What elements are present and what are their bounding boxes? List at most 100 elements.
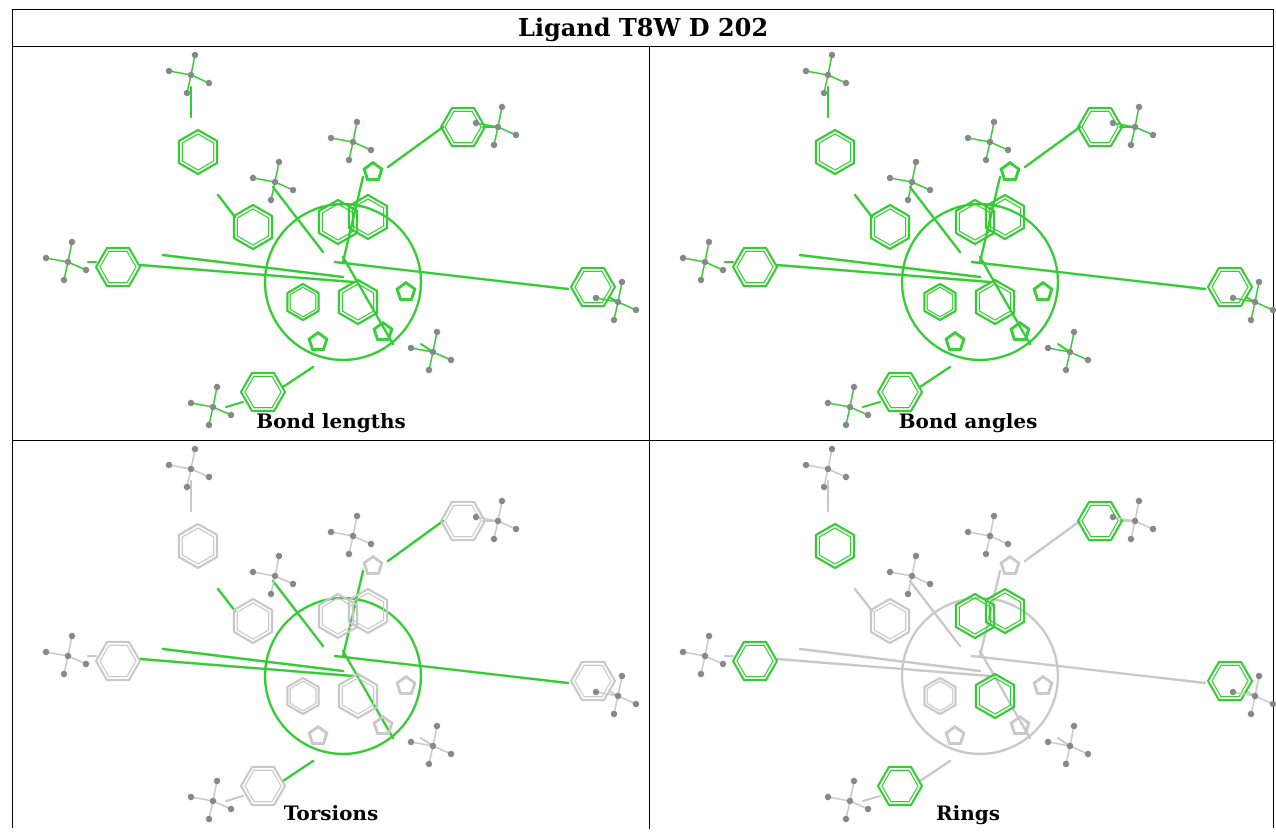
fluorine-atom-5-3 (1247, 710, 1255, 718)
bond-chain-0 (138, 263, 355, 284)
small-ring-0-inner (1001, 163, 1019, 180)
fluorine-atom-1-3 (982, 550, 990, 558)
cf3-bond-6-2 (432, 745, 452, 755)
carbon-atom-0 (824, 465, 832, 473)
fluorine-atom-7-0 (824, 793, 832, 801)
fluorine-atom-4-3 (697, 276, 705, 284)
cf3-bond-2-2 (274, 181, 294, 191)
cf3-bond-3-0 (475, 122, 499, 128)
fluorine-atom-5-3 (610, 316, 618, 324)
cf3-bond-4-1 (67, 241, 73, 263)
fluorine-atom-6-3 (425, 366, 433, 374)
aromatic-ring-outer-2-inner (574, 664, 612, 698)
cf3-bond-1-2 (352, 535, 372, 545)
aromatic-ring-inner-4 (923, 282, 957, 322)
cf3-bond-2-1 (911, 555, 917, 577)
small-ring-3 (1009, 715, 1031, 735)
aromatic-ring-outer-0-inner (181, 133, 215, 171)
small-ring-3-inner (374, 323, 392, 340)
cf3-bond-6-0 (410, 741, 434, 747)
caption-bond-angles: Bond angles (898, 409, 1038, 433)
carbon-atom-6 (1066, 348, 1074, 356)
cf3-bond-6-2 (432, 351, 452, 361)
aromatic-ring-outer-2-inner (1211, 270, 1249, 304)
aromatic-ring-outer-2 (1206, 660, 1254, 702)
small-ring-3 (372, 715, 394, 735)
cf3-bond-3-1 (497, 106, 503, 128)
bond-chain-4 (908, 185, 962, 254)
fluorine-atom-1-3 (345, 550, 353, 558)
fluorine-atom-6-1 (1070, 328, 1078, 336)
cf3-bond-7-1 (849, 386, 855, 408)
cf3-bond-1-1 (352, 515, 358, 537)
fluorine-atom-2-1 (275, 552, 283, 560)
carbon-atom-2 (908, 178, 916, 186)
cf3-bond-5-2 (617, 695, 637, 705)
fluorine-atom-5-1 (1255, 278, 1263, 286)
cf3-bond-4-0 (682, 257, 706, 263)
cf3-bond-1-0 (330, 137, 354, 143)
cf3-bond-0-0 (168, 464, 192, 470)
aromatic-ring-outer-3-inner (736, 644, 774, 678)
carbon-atom-0 (187, 71, 195, 79)
panel-bond-lengths: Bond lengths (13, 47, 649, 440)
small-ring-0-inner (1001, 557, 1019, 574)
cf3-bond-5-1 (617, 281, 623, 303)
cf3-bond-5-2 (1254, 301, 1274, 311)
fluorine-atom-4-1 (705, 238, 713, 246)
cf3-bond-2-1 (274, 161, 280, 183)
cf3-bond-7-0 (190, 796, 214, 802)
cf3-bond-5-1 (617, 675, 623, 697)
carbon-atom-2 (908, 572, 916, 580)
aromatic-ring-inner-4 (923, 676, 957, 716)
cf3-bond-4-2 (704, 655, 724, 665)
bond-chain-8 (161, 253, 345, 279)
cf3-bond-1-0 (967, 531, 991, 537)
caption-rings: Rings (935, 801, 1000, 825)
carbon-atom-7 (846, 403, 854, 411)
bond-chain-7 (918, 365, 952, 389)
aromatic-ring-inner-3-inner (341, 283, 375, 321)
bond-chain-2 (341, 255, 395, 346)
aromatic-ring-outer-4 (239, 765, 287, 807)
fluorine-atom-5-1 (618, 278, 626, 286)
fluorine-atom-2-2 (926, 186, 934, 194)
aromatic-ring-inner-4 (286, 282, 320, 322)
bond-chain-5 (216, 587, 237, 613)
fluorine-atom-4-2 (82, 660, 90, 668)
fluorine-atom-0-3 (183, 483, 191, 491)
cf3-bond-4-1 (704, 241, 710, 263)
bond-misc-5 (225, 795, 244, 802)
fluorine-atom-5-0 (1229, 688, 1237, 696)
cf3-bond-5-0 (1232, 691, 1256, 697)
fluorine-atom-4-1 (68, 238, 76, 246)
cf3-bond-3-0 (475, 516, 499, 522)
aromatic-ring-outer-3-inner (99, 644, 137, 678)
aromatic-ring-outer-3 (94, 246, 142, 288)
small-ring-3-inner (1011, 717, 1029, 734)
figure-title: Ligand T8W D 202 (13, 10, 1273, 47)
cf3-bond-0-1 (190, 448, 196, 470)
cf3-bond-7-0 (827, 796, 851, 802)
cf3-bond-3-2 (497, 520, 517, 530)
fluorine-atom-0-1 (191, 445, 199, 453)
aromatic-ring-outer-0-inner (818, 133, 852, 171)
bond-chain-7 (918, 759, 952, 783)
fluorine-atom-7-0 (187, 793, 195, 801)
fluorine-atom-1-1 (990, 118, 998, 126)
aromatic-ring-inner-2-inner (351, 198, 385, 236)
fluorine-atom-6-3 (425, 760, 433, 768)
fluorine-atom-3-1 (498, 103, 506, 111)
small-ring-2 (395, 281, 417, 301)
carbon-atom-1 (986, 138, 994, 146)
aromatic-ring-outer-2 (1206, 266, 1254, 308)
fluorine-atom-7-1 (213, 777, 221, 785)
cf3-bond-7-2 (849, 406, 869, 416)
cf3-bond-0-0 (805, 464, 829, 470)
cf3-bond-2-0 (252, 571, 276, 577)
fluorine-atom-0-3 (183, 89, 191, 97)
cf3-bond-7-1 (212, 780, 218, 802)
cf3-bond-6-0 (1047, 741, 1071, 747)
cf3-bond-1-0 (330, 531, 354, 537)
carbon-atom-4 (64, 652, 72, 660)
